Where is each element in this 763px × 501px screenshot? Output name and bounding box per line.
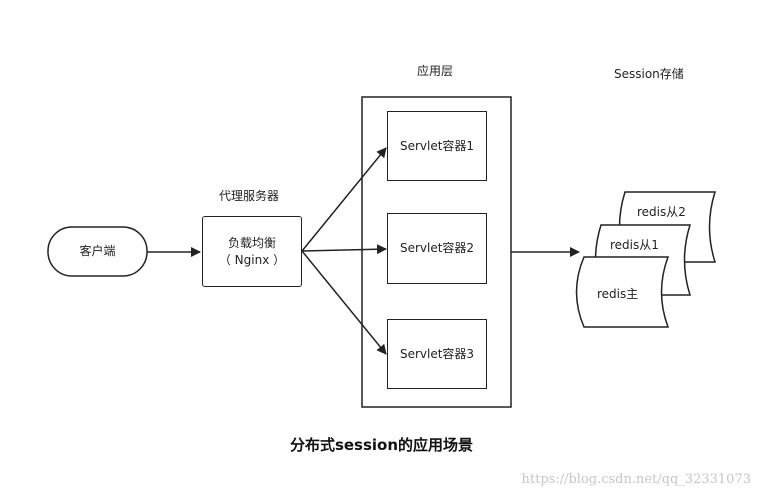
servlet-container-1-label: Servlet容器1 <box>399 138 475 153</box>
session-storage-label: Session存储 <box>614 67 684 81</box>
diagram-caption: 分布式session的应用场景 <box>289 436 474 454</box>
client-node: 客户端 <box>48 227 147 276</box>
servlet-container-3: Servlet容器3 <box>387 319 487 389</box>
redis-master-shape <box>575 256 670 328</box>
redis-slave1-label: redis从1 <box>610 238 659 252</box>
servlet-container-2-label: Servlet容器2 <box>399 241 475 255</box>
proxy-server-label: 代理服务器 <box>219 189 280 203</box>
redis-master-label: redis主 <box>597 287 639 301</box>
servlet-container-3-label: Servlet容器3 <box>399 346 475 361</box>
servlet-container-1: Servlet容器1 <box>387 111 487 181</box>
edge-lb-to-servlet3 <box>301 250 387 355</box>
load-balancer-node: 负载均衡 （ Nginx ） <box>202 216 302 287</box>
app-layer-label: 应用层 <box>417 64 454 78</box>
edge-lb-to-servlet2 <box>301 244 387 255</box>
edge-lb-to-servlet1 <box>301 147 387 252</box>
redis-slave2-label: redis从2 <box>637 205 686 219</box>
client-node-label: 客户端 <box>79 244 116 258</box>
watermark-url: https://blog.csdn.net/qq_32331073 <box>521 472 751 487</box>
servlet-container-2: Servlet容器2 <box>387 213 487 284</box>
load-balancer-label: 负载均衡 <box>227 235 276 250</box>
load-balancer-sublabel: （ Nginx ） <box>218 252 286 267</box>
